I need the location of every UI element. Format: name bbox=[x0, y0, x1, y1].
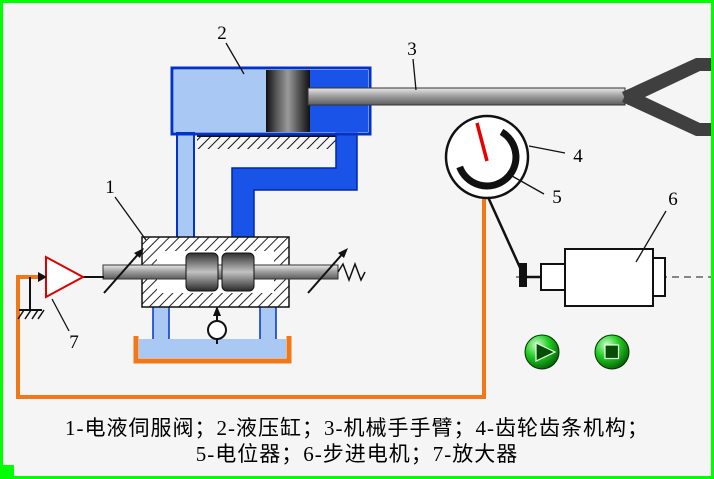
part-labels: 1 2 3 4 5 6 7 bbox=[69, 23, 678, 353]
label-hydraulic-cylinder: 2 bbox=[217, 23, 227, 44]
leader-7 bbox=[51, 298, 70, 332]
feedback-wire bbox=[16, 199, 486, 399]
amplifier-input-arrow-icon bbox=[38, 272, 47, 282]
dial-needle bbox=[475, 122, 489, 162]
label-manipulator-arm: 3 bbox=[407, 39, 417, 60]
cylinder-chamber-left bbox=[174, 70, 266, 132]
pipe-left bbox=[176, 132, 195, 241]
leader-2 bbox=[225, 42, 245, 75]
motor-body bbox=[564, 248, 654, 307]
solenoid-arrowhead-right-icon bbox=[338, 248, 348, 258]
spool-land-left bbox=[185, 252, 219, 292]
label-stepper-motor: 6 bbox=[668, 189, 678, 210]
gripper-finger-upper bbox=[622, 58, 711, 105]
motor-coupling bbox=[540, 263, 566, 291]
play-icon bbox=[535, 342, 557, 362]
solenoid-arrow-left bbox=[103, 250, 142, 294]
label-potentiometer: 5 bbox=[552, 187, 562, 208]
pump bbox=[207, 306, 227, 344]
label-gear-rack: 4 bbox=[573, 146, 583, 167]
leader-1 bbox=[114, 196, 147, 241]
pipe-return-right bbox=[259, 305, 277, 343]
pipe-pressure bbox=[231, 132, 358, 241]
centering-spring-icon bbox=[337, 261, 366, 283]
manipulator-arm bbox=[307, 58, 711, 136]
amplifier-triangle bbox=[45, 255, 86, 299]
leader-4 bbox=[528, 145, 566, 154]
solenoid-arrow-right bbox=[307, 250, 346, 294]
gear-rack-dial bbox=[444, 114, 530, 200]
valve-spool-rod bbox=[102, 264, 339, 280]
pump-arrow-icon bbox=[213, 306, 221, 316]
piston bbox=[266, 70, 310, 132]
motor-end-cap bbox=[652, 257, 666, 297]
potentiometer-arc bbox=[456, 128, 520, 190]
leader-lines bbox=[51, 42, 667, 332]
play-button[interactable] bbox=[524, 334, 560, 370]
ground-icon bbox=[17, 309, 45, 320]
border-artifact bbox=[3, 465, 14, 476]
leader-6 bbox=[635, 210, 667, 263]
servo-system-diagram: 1 2 3 4 5 6 7 bbox=[16, 23, 711, 399]
spool-land-right bbox=[221, 252, 255, 292]
oil-tank bbox=[133, 336, 292, 364]
gripper-finger-lower bbox=[622, 89, 711, 136]
stop-button[interactable] bbox=[594, 334, 630, 370]
pump-circle bbox=[207, 320, 227, 340]
motor-link bbox=[486, 196, 524, 273]
amplifier bbox=[17, 255, 104, 320]
piston-rod bbox=[307, 87, 626, 106]
cylinder-mount-hatch bbox=[197, 135, 346, 149]
servo-valve bbox=[102, 236, 366, 308]
pipe-return-left bbox=[152, 305, 170, 343]
tank-wall bbox=[133, 336, 292, 364]
label-amplifier: 7 bbox=[69, 332, 79, 353]
link-joint bbox=[519, 263, 527, 287]
stop-icon bbox=[604, 344, 620, 360]
leader-5 bbox=[511, 175, 545, 195]
stepper-motor bbox=[486, 196, 711, 307]
leader-3 bbox=[412, 58, 417, 91]
caption: 1-电液伺服阀；2-液压缸；3-机械手手臂；4-齿轮齿条机构； 5-电位器；6-… bbox=[3, 415, 711, 467]
label-servo-valve: 1 bbox=[105, 177, 115, 198]
solenoid-arrowhead-left-icon bbox=[134, 248, 144, 258]
tank-fluid bbox=[139, 339, 286, 358]
caption-line-1: 1-电液伺服阀；2-液压缸；3-机械手手臂；4-齿轮齿条机构； bbox=[65, 416, 649, 440]
caption-line-2: 5-电位器；6-步进电机；7-放大器 bbox=[195, 442, 519, 466]
